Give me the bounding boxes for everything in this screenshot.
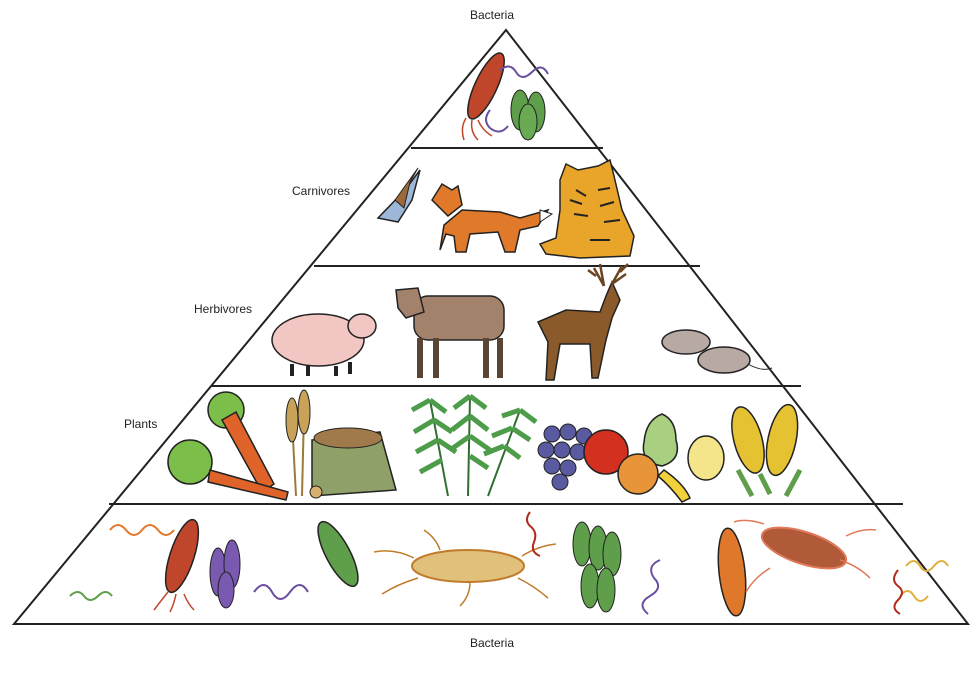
orange-rod-bacterium-icon [714,527,749,617]
purple-bacteria-icon [210,540,240,608]
orange-icon [618,454,658,494]
lemon-icon [688,436,724,480]
cow-icon [396,288,504,378]
corn-icon [726,402,804,496]
flagella-icon [462,118,492,140]
spiral-bacterium-icon [110,525,174,535]
bottom-bacteria-label: Bacteria [470,636,514,650]
red-spiral-bacterium-icon [527,512,540,556]
herbivores-animals [272,264,772,380]
red-rod-bacterium-icon [159,516,205,596]
top-bacteria-label: Bacteria [470,8,514,22]
red-spiral-bacterium-icon [894,570,902,614]
purple-spiral-bacterium-icon [642,560,660,614]
green-bacterium-icon [519,104,537,140]
yellow-bacterium-icon [412,550,524,582]
green-spiral-bacterium-icon [70,592,112,600]
green-bacteria-cluster-icon [573,522,621,612]
plants-group [168,390,803,502]
flagella-icon [154,592,194,612]
rod-bacterium-icon [461,49,511,124]
pig-icon [272,314,376,376]
banana-icon [658,470,690,502]
deer-icon [538,264,628,380]
carnivores-animals [378,160,634,258]
top-bacteria-group [461,49,548,140]
purple-spiral-bacterium-icon [254,585,308,599]
grain-sack-icon [310,428,396,498]
bottom-bacteria-group [70,512,948,617]
plants-label: Plants [124,417,157,431]
herbivores-label: Herbivores [194,302,252,316]
fox-icon [432,184,552,252]
tiger-icon [540,160,634,258]
green-rod-bacterium-icon [311,517,366,592]
carnivores-label: Carnivores [292,184,350,198]
brown-bacterium-icon [757,519,851,577]
fern-icon [412,396,536,496]
wheat-icon [286,390,310,496]
